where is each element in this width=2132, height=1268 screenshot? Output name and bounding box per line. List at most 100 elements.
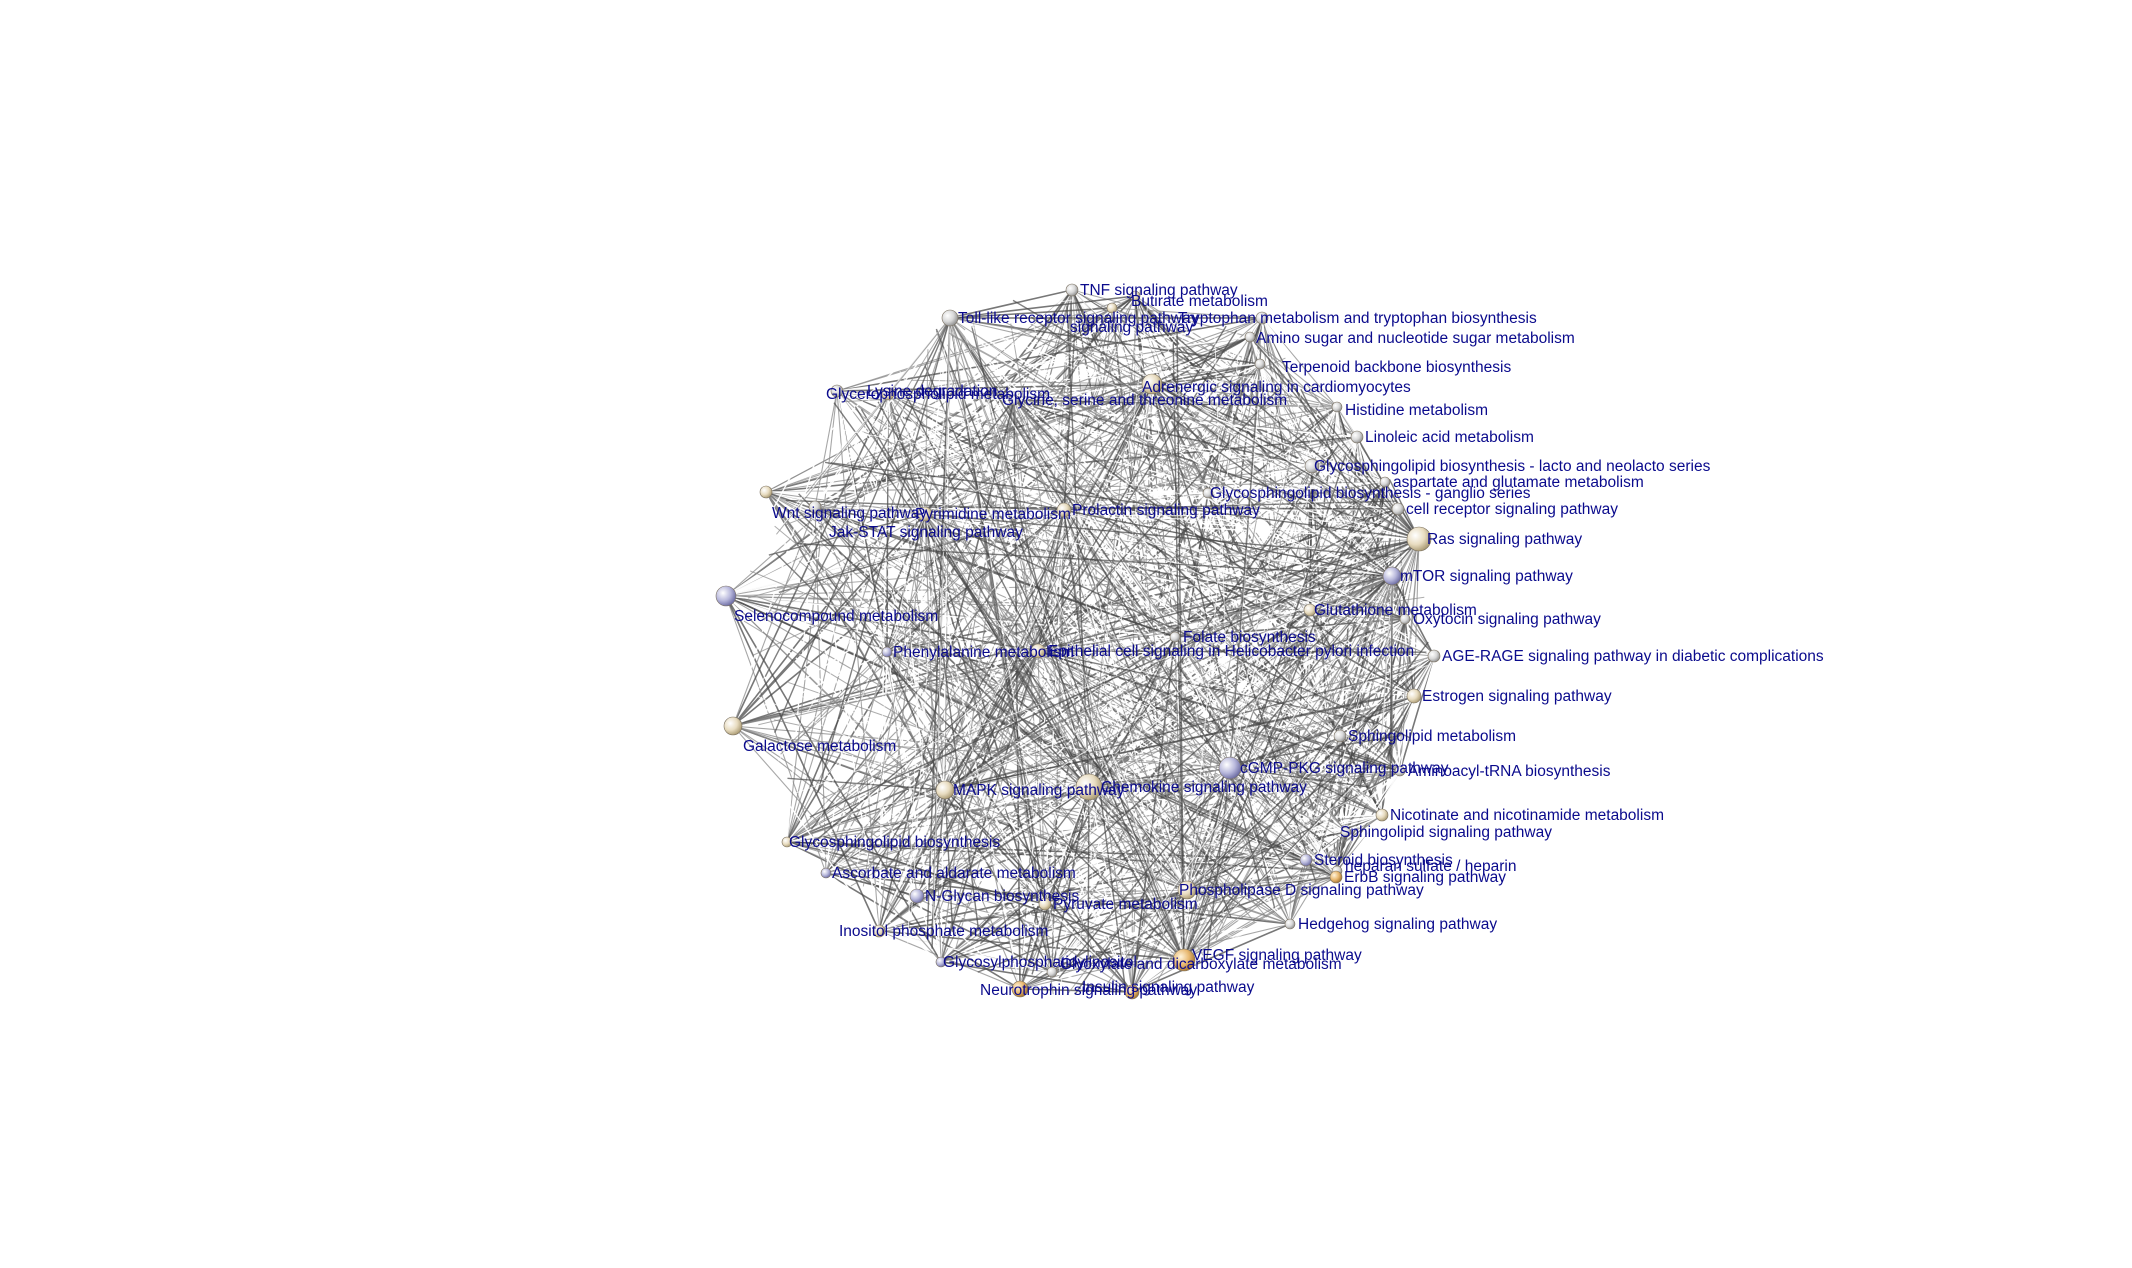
network-node[interactable] bbox=[1299, 853, 1313, 867]
network-edge bbox=[940, 509, 1065, 963]
network-node[interactable] bbox=[872, 924, 886, 938]
network-edge bbox=[910, 317, 951, 919]
edge-layer bbox=[725, 288, 1435, 996]
network-node[interactable] bbox=[909, 888, 925, 904]
network-node[interactable] bbox=[820, 867, 832, 879]
network-node[interactable] bbox=[1008, 394, 1020, 406]
network-node[interactable] bbox=[1030, 643, 1046, 659]
network-node[interactable] bbox=[1169, 631, 1181, 643]
network-node[interactable] bbox=[1406, 688, 1422, 704]
network-node[interactable] bbox=[1331, 401, 1343, 413]
network-edge bbox=[1229, 767, 1367, 791]
network-edge bbox=[1183, 782, 1357, 961]
network-edge bbox=[836, 289, 1073, 392]
network-node[interactable] bbox=[1379, 476, 1391, 488]
network-edge bbox=[1300, 388, 1393, 577]
network-edge bbox=[814, 393, 889, 508]
network-edge bbox=[774, 317, 951, 733]
network-edge bbox=[1050, 333, 1420, 540]
network-edge bbox=[834, 383, 1153, 800]
network-edge bbox=[1131, 876, 1337, 993]
network-edge bbox=[924, 513, 1415, 697]
network-node[interactable] bbox=[808, 500, 822, 514]
network-node[interactable] bbox=[935, 956, 947, 968]
network-node[interactable] bbox=[1244, 331, 1256, 343]
node-label: Hedgehog signaling pathway bbox=[1298, 916, 1497, 933]
node-label: Selenocompound metabolism bbox=[734, 608, 938, 625]
network-edge bbox=[824, 461, 1393, 577]
network-edge bbox=[762, 709, 1231, 769]
network-edge bbox=[1071, 289, 1251, 338]
network-node[interactable] bbox=[1011, 980, 1029, 998]
network-node[interactable] bbox=[935, 780, 955, 800]
network-edge bbox=[787, 777, 946, 791]
network-node[interactable] bbox=[1254, 358, 1266, 370]
network-node[interactable] bbox=[1340, 826, 1352, 838]
network-node[interactable] bbox=[1124, 984, 1140, 1000]
network-node[interactable] bbox=[1333, 729, 1347, 743]
network-edge bbox=[836, 390, 1338, 408]
network-node[interactable] bbox=[1065, 283, 1079, 297]
network-node[interactable] bbox=[1255, 311, 1269, 325]
network-edge bbox=[1087, 786, 1090, 957]
network-edge bbox=[924, 359, 1269, 515]
network-node[interactable] bbox=[1218, 756, 1242, 780]
network-node[interactable] bbox=[1172, 948, 1196, 972]
network-node[interactable] bbox=[881, 387, 895, 401]
network-node[interactable] bbox=[1427, 649, 1441, 663]
network-edge bbox=[1259, 363, 1338, 408]
network-edge bbox=[1229, 474, 1353, 769]
network-edge bbox=[924, 513, 1382, 523]
node-label: Estrogen signaling pathway bbox=[1422, 688, 1612, 705]
network-edge bbox=[924, 513, 1224, 924]
network-node[interactable] bbox=[715, 585, 737, 607]
network-node[interactable] bbox=[1141, 373, 1163, 395]
network-node[interactable] bbox=[723, 716, 743, 736]
network-node[interactable] bbox=[1106, 302, 1118, 314]
network-edge bbox=[1229, 767, 1369, 788]
network-node[interactable] bbox=[1382, 566, 1402, 586]
network-node[interactable] bbox=[1406, 526, 1432, 552]
network-edge bbox=[1207, 492, 1399, 510]
network-node[interactable] bbox=[1038, 897, 1052, 911]
network-edge bbox=[1215, 575, 1393, 941]
network-edge bbox=[1183, 767, 1231, 947]
network-node[interactable] bbox=[1046, 966, 1058, 978]
network-edge bbox=[887, 317, 1263, 395]
network-node[interactable] bbox=[1304, 458, 1320, 474]
network-edge bbox=[908, 786, 1090, 910]
network-node[interactable] bbox=[941, 309, 959, 327]
network-node[interactable] bbox=[1177, 880, 1197, 900]
node-label: Inositol phosphate metabolism bbox=[839, 923, 1048, 940]
network-node[interactable] bbox=[1375, 808, 1389, 822]
network-node[interactable] bbox=[1391, 502, 1405, 516]
node-label: Glycosphingolipid biosynthesis bbox=[789, 834, 1000, 851]
network-node[interactable] bbox=[1394, 765, 1406, 777]
network-node[interactable] bbox=[1056, 502, 1072, 518]
network-edge bbox=[786, 841, 880, 932]
network-edge bbox=[887, 393, 1415, 697]
network-node[interactable] bbox=[1303, 603, 1317, 617]
network-node[interactable] bbox=[830, 384, 844, 398]
network-node[interactable] bbox=[881, 646, 893, 658]
network-edge bbox=[924, 509, 1065, 515]
network-edge bbox=[732, 538, 1420, 727]
network-edge bbox=[878, 770, 1401, 932]
network-edge bbox=[924, 513, 1396, 559]
network-node[interactable] bbox=[1284, 918, 1296, 930]
network-edge bbox=[836, 317, 951, 392]
network-node[interactable] bbox=[917, 506, 933, 522]
network-node[interactable] bbox=[1202, 487, 1214, 499]
network-node[interactable] bbox=[1129, 290, 1141, 302]
network-edge bbox=[817, 484, 1188, 891]
network-edge bbox=[1229, 349, 1262, 769]
network-edge bbox=[789, 317, 951, 512]
network-node[interactable] bbox=[1399, 613, 1411, 625]
network-node[interactable] bbox=[1350, 430, 1364, 444]
network-edge bbox=[949, 317, 1435, 657]
network-edge bbox=[1012, 299, 1420, 540]
network-node[interactable] bbox=[759, 485, 773, 499]
network-node[interactable] bbox=[1329, 870, 1343, 884]
network-node[interactable] bbox=[1075, 773, 1103, 801]
network-node[interactable] bbox=[781, 836, 793, 848]
